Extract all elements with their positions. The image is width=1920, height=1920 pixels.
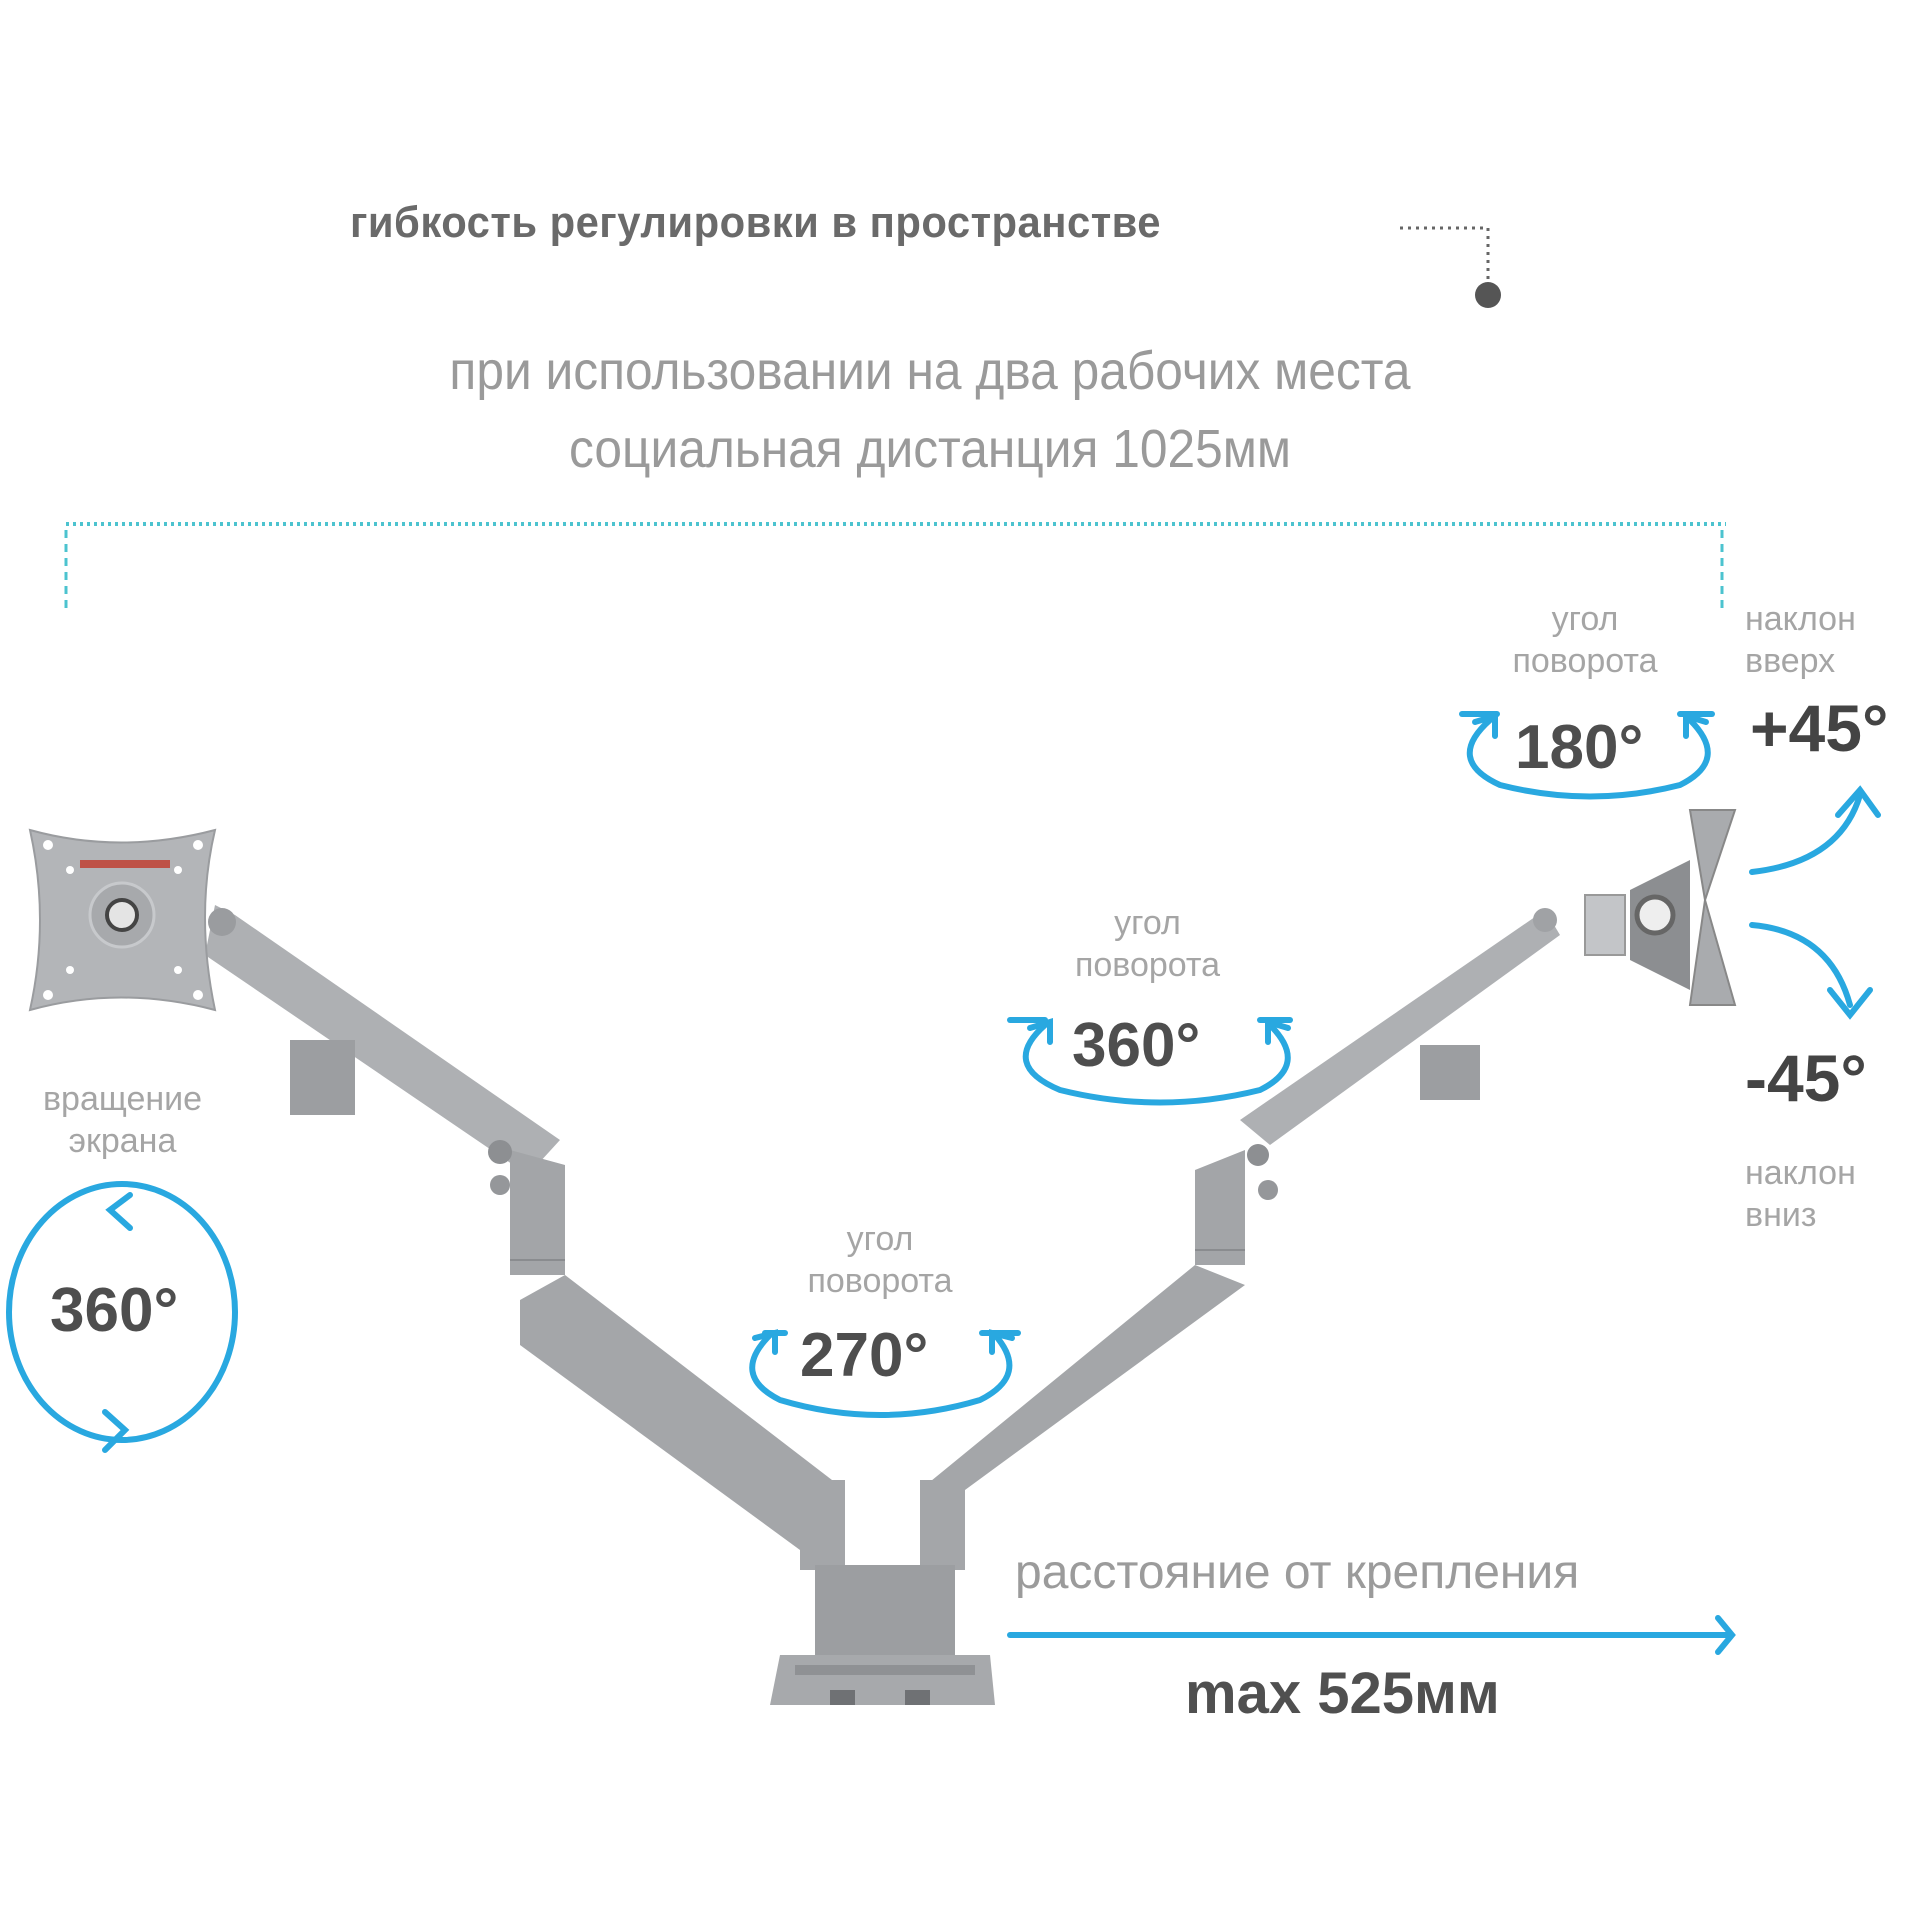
elbow-rotation-arrow-icon — [1022, 1022, 1291, 1106]
tilt-down-value: -45° — [1745, 1041, 1867, 1115]
social-distance-bracket — [64, 522, 1726, 610]
tilt-down-label: наклон вниз — [1745, 1154, 1856, 1234]
reach-label: расстояние от крепления — [1015, 1546, 1580, 1599]
right-tilt-head-icon — [1630, 809, 1737, 1006]
tilt-up-arrow-icon — [1749, 792, 1863, 875]
screen-rotation-label: вращение экрана — [42, 1080, 203, 1160]
left-arm — [205, 905, 845, 1550]
screen-rotation-circle-icon — [6, 1181, 238, 1443]
left-vesa-plate-icon — [28, 828, 217, 1012]
tilt-up-value: +45° — [1750, 691, 1889, 765]
subtitle-line-2: социальная дистанция 1025мм — [568, 419, 1292, 479]
head-rotation-label: угол поворота — [1512, 600, 1658, 680]
elbow-rotation-value: 360° — [1072, 1011, 1201, 1080]
title-connector — [1400, 226, 1501, 308]
elbow-rotation-label: угол поворота — [1074, 904, 1221, 984]
tilt-down-arrow-icon — [1749, 922, 1853, 1008]
reach-value: max 525мм — [1185, 1661, 1500, 1726]
title: гибкость регулировки в пространстве — [350, 198, 1161, 247]
screen-rotation-value: 360° — [50, 1276, 179, 1345]
base-rotation-value: 270° — [800, 1321, 929, 1390]
tilt-up-label: наклон вверх — [1745, 600, 1856, 680]
desk-clamp-base — [770, 1480, 995, 1705]
head-rotation-arrow-icon — [1466, 717, 1711, 800]
right-arm — [920, 894, 1626, 1550]
base-rotation-arrow-icon — [749, 1332, 1013, 1418]
head-rotation-value: 180° — [1515, 713, 1644, 782]
base-rotation-label: угол поворота — [807, 1220, 953, 1300]
subtitle-line-1: при использовании на два рабочих места — [449, 341, 1411, 401]
rotation-arrows — [6, 711, 1881, 1655]
